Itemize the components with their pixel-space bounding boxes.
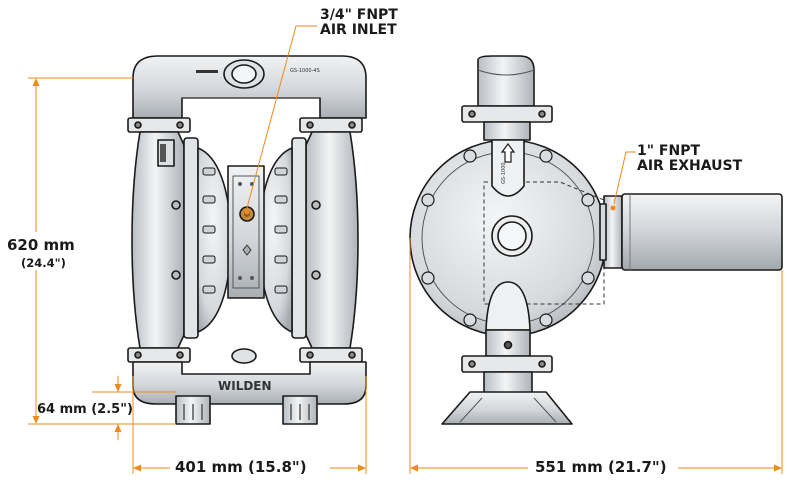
- front-bottom-manifold: [132, 361, 367, 405]
- air-exhaust-muffler: [621, 193, 783, 271]
- svg-text:GS-1000-4S: GS-1000-4S: [290, 68, 320, 74]
- front-right-chamber: [305, 131, 359, 349]
- side-top-elbow: [477, 55, 535, 107]
- dimension-lines: [28, 25, 783, 474]
- air-inlet-size: 3/4" FNPT: [320, 7, 398, 23]
- base-height-label: 64 mm (2.5"): [37, 402, 133, 417]
- air-inlet-leader: [246, 25, 317, 209]
- front-left-air-chamber: [197, 147, 233, 333]
- side-lower-nose: [485, 281, 531, 331]
- air-exhaust-label: 1" FNPT AIR EXHAUST: [637, 144, 742, 174]
- front-bottom-port: [231, 348, 257, 364]
- air-exhaust-size: 1" FNPT: [637, 143, 700, 159]
- side-width-label: 551 mm (21.7"): [532, 460, 670, 475]
- air-exhaust-leader: [613, 151, 636, 205]
- height-mm-label: 620 mm: [4, 238, 78, 253]
- air-inlet-text: AIR INLET: [320, 22, 397, 38]
- front-right-clamp: [291, 137, 307, 339]
- side-view-pump: GS-1000: [409, 55, 783, 425]
- wilden-brand-text: WILDEN: [218, 379, 272, 393]
- air-inlet-label: 3/4" FNPT AIR INLET: [320, 8, 398, 38]
- air-exhaust-text: AIR EXHAUST: [637, 158, 743, 174]
- height-in-label: (24.4"): [18, 257, 69, 270]
- side-foot: [441, 391, 573, 425]
- front-view-pump: GS-1000-4S: [127, 55, 367, 425]
- side-upper-nose: [491, 139, 525, 197]
- up-arrow-icon: [500, 143, 516, 163]
- front-width-label: 401 mm (15.8"): [172, 460, 310, 475]
- front-left-clamp: [183, 137, 199, 339]
- svg-text:GS-1000: GS-1000: [501, 162, 507, 184]
- front-center-block: [227, 165, 265, 299]
